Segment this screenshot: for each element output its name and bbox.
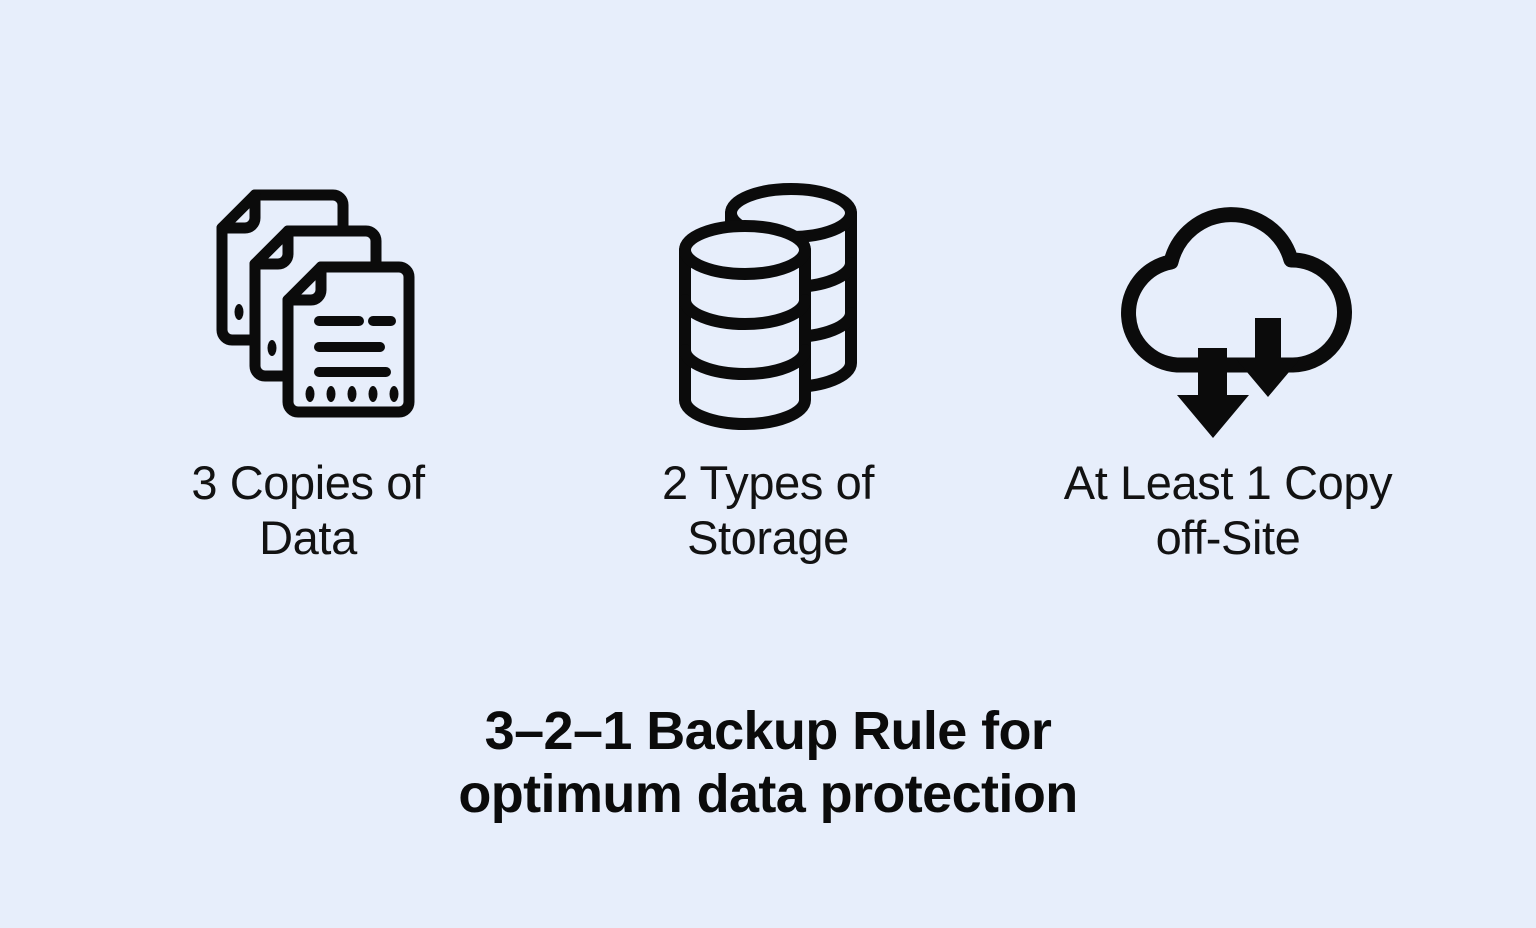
column-label-types-of-storage: 2 Types of Storage — [662, 456, 874, 564]
column-types-of-storage: 2 Types of Storage — [548, 170, 988, 566]
column-copy-off-site: At Least 1 Copy off-Site — [1008, 170, 1448, 566]
column-label-copy-off-site: At Least 1 Copy off-Site — [1063, 456, 1393, 564]
cloud-download-icon — [1103, 170, 1353, 440]
stacked-documents-icon — [193, 170, 423, 440]
icon-columns-row: 3 Copies of Data — [0, 170, 1536, 600]
column-copies-of-data: 3 Copies of Data — [88, 170, 528, 566]
database-cylinders-icon — [653, 170, 883, 440]
page-headline: 3–2–1 Backup Rule for optimum data prote… — [458, 701, 1078, 825]
column-label-copies-of-data: 3 Copies of Data — [191, 456, 425, 564]
